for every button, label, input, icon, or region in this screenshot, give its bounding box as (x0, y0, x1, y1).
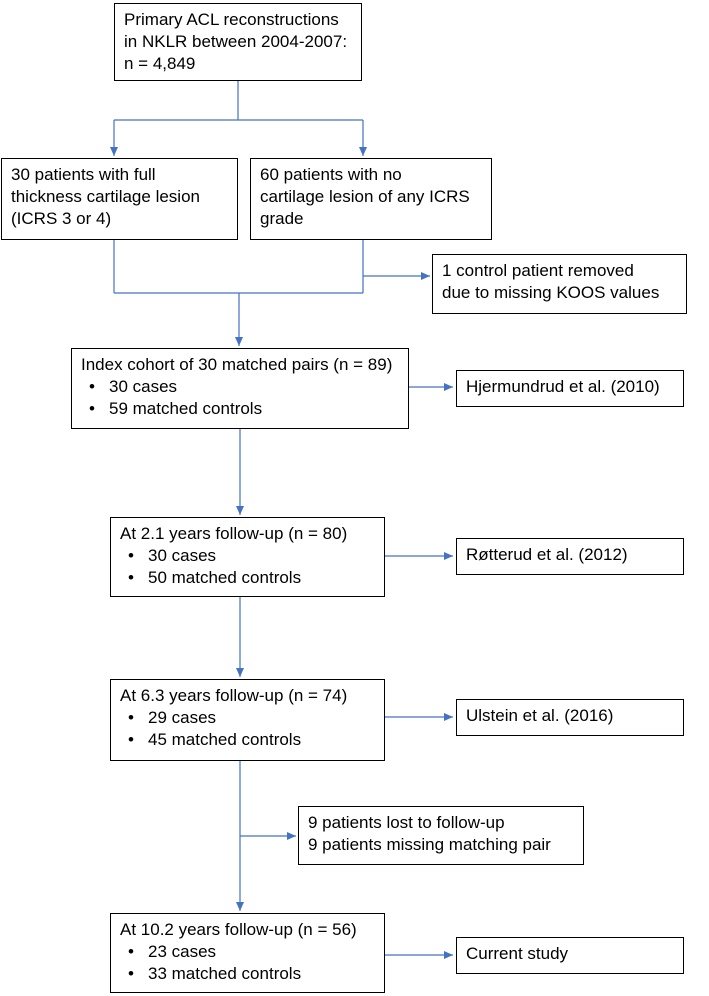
index-item-controls: 59 matched controls (81, 398, 399, 420)
cases-line-1: 30 patients with full (11, 165, 156, 184)
index-cohort-box: Index cohort of 30 matched pairs (n = 89… (71, 348, 409, 429)
total-reconstructions-box: Primary ACL reconstructions in NKLR betw… (114, 3, 362, 81)
cases-line-3: (ICRS 3 or 4) (11, 209, 112, 228)
rotterud-ref-text: Røtterud et al. (2012) (466, 545, 628, 564)
index-list: 30 cases 59 matched controls (81, 376, 399, 420)
fu102-title: At 10.2 years follow-up (n = 56) (120, 920, 357, 939)
removed-control-box: 1 control patient removed due to missing… (432, 254, 687, 314)
fu63-list: 29 cases 45 matched controls (120, 707, 375, 751)
fu21-item-cases: 30 cases (120, 545, 375, 567)
cases-box: 30 patients with full thickness cartilag… (1, 158, 238, 240)
removed-line-2: due to missing KOOS values (442, 283, 660, 302)
ulstein-ref-text: Ulstein et al. (2016) (466, 706, 614, 725)
total-line-3: n = 4,849 (124, 54, 196, 73)
current-study-box: Current study (456, 937, 684, 974)
total-line-1: Primary ACL reconstructions (124, 10, 339, 29)
lost-line-2: 9 patients missing matching pair (308, 835, 551, 854)
lost-to-followup-box: 9 patients lost to follow-up 9 patients … (298, 806, 584, 865)
cases-line-2: thickness cartilage lesion (11, 187, 200, 206)
removed-line-1: 1 control patient removed (442, 261, 634, 280)
index-item-cases: 30 cases (81, 376, 399, 398)
hjermundrud-ref-box: Hjermundrud et al. (2010) (456, 370, 684, 407)
fu21-title: At 2.1 years follow-up (n = 80) (120, 524, 348, 543)
total-line-2: in NKLR between 2004-2007: (124, 32, 348, 51)
followup-10-2-box: At 10.2 years follow-up (n = 56) 23 case… (110, 913, 385, 993)
index-title: Index cohort of 30 matched pairs (n = 89… (81, 355, 393, 374)
current-study-text: Current study (466, 944, 569, 963)
fu102-item-controls: 33 matched controls (120, 963, 375, 985)
followup-2-1-box: At 2.1 years follow-up (n = 80) 30 cases… (110, 517, 385, 597)
ulstein-ref-box: Ulstein et al. (2016) (456, 699, 684, 736)
fu21-list: 30 cases 50 matched controls (120, 545, 375, 589)
lost-line-1: 9 patients lost to follow-up (308, 813, 505, 832)
controls-line-2: cartilage lesion of any ICRS (260, 187, 470, 206)
controls-line-3: grade (260, 209, 304, 228)
fu102-item-cases: 23 cases (120, 941, 375, 963)
controls-line-1: 60 patients with no (260, 165, 402, 184)
hjermundrud-ref-text: Hjermundrud et al. (2010) (466, 377, 660, 396)
controls-box: 60 patients with no cartilage lesion of … (250, 158, 492, 240)
fu63-item-cases: 29 cases (120, 707, 375, 729)
rotterud-ref-box: Røtterud et al. (2012) (456, 538, 684, 575)
followup-6-3-box: At 6.3 years follow-up (n = 74) 29 cases… (110, 679, 385, 761)
fu63-item-controls: 45 matched controls (120, 729, 375, 751)
fu21-item-controls: 50 matched controls (120, 567, 375, 589)
fu102-list: 23 cases 33 matched controls (120, 941, 375, 985)
fu63-title: At 6.3 years follow-up (n = 74) (120, 686, 348, 705)
